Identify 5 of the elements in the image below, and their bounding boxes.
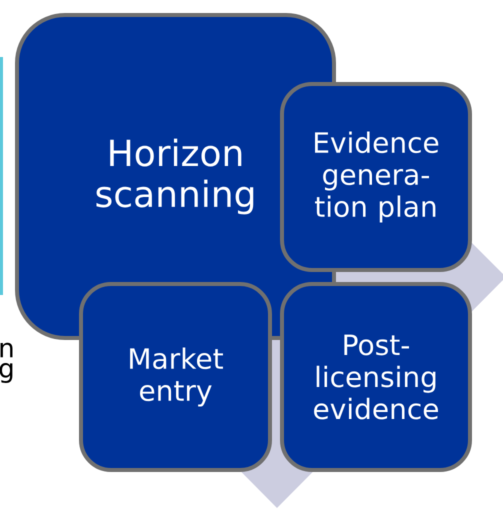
text-fragment: g bbox=[0, 363, 12, 383]
process-box: Market entry bbox=[79, 282, 272, 472]
process-box: Post- licensing evidence bbox=[280, 282, 472, 472]
process-box: Evidence genera- tion plan bbox=[280, 82, 472, 272]
text-fragment: n bbox=[0, 342, 12, 358]
